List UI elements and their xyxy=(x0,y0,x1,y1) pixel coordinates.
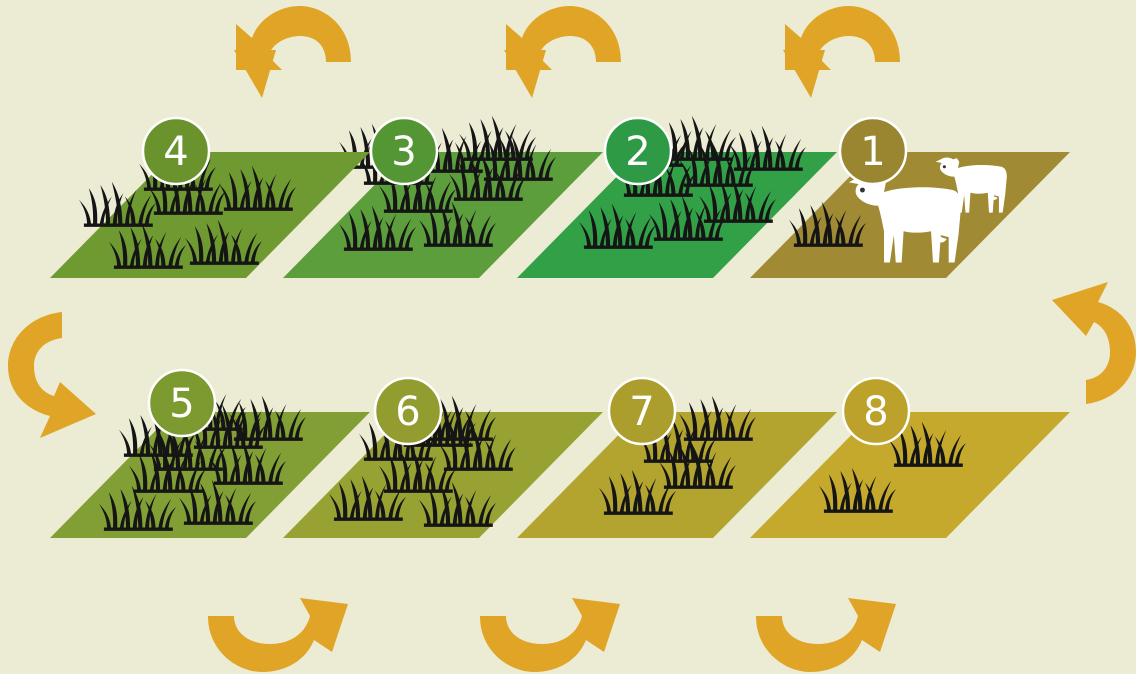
paddock-number: 6 xyxy=(395,389,420,435)
paddock-number-badge: 7 xyxy=(609,378,675,444)
paddock-8: 8 xyxy=(750,378,1070,538)
paddocks: 1 2 3 4 5 6 7 8 xyxy=(50,116,1070,538)
arrows xyxy=(8,6,1136,672)
rotate-right-arrow-icon xyxy=(208,598,348,672)
paddock-number-badge: 3 xyxy=(371,118,437,184)
paddock-number: 8 xyxy=(863,389,888,435)
paddock-1: 1 xyxy=(750,118,1070,278)
paddock-number: 7 xyxy=(629,389,654,435)
paddock-number: 5 xyxy=(169,381,194,427)
paddock-number-badge: 2 xyxy=(605,118,671,184)
curve-up-left-arrow-icon xyxy=(1052,282,1136,404)
paddock-number-badge: 6 xyxy=(375,378,441,444)
rotate-right-arrow-icon xyxy=(756,598,896,672)
paddock-number-badge: 8 xyxy=(843,378,909,444)
paddock-number-badge: 5 xyxy=(149,370,215,436)
arrowhead-shape xyxy=(783,50,825,98)
arrowhead-shape xyxy=(504,50,546,98)
paddock-number: 2 xyxy=(625,129,650,175)
curve-down-right-arrow-icon xyxy=(8,312,96,438)
paddock-number: 3 xyxy=(391,129,416,175)
arrowhead-shape xyxy=(234,50,276,98)
paddock-number-badge: 4 xyxy=(143,118,209,184)
paddock-number-badge: 1 xyxy=(840,118,906,184)
paddock-number: 4 xyxy=(163,129,188,175)
rotate-right-arrow-icon xyxy=(480,598,620,672)
paddock-number: 1 xyxy=(860,129,885,175)
